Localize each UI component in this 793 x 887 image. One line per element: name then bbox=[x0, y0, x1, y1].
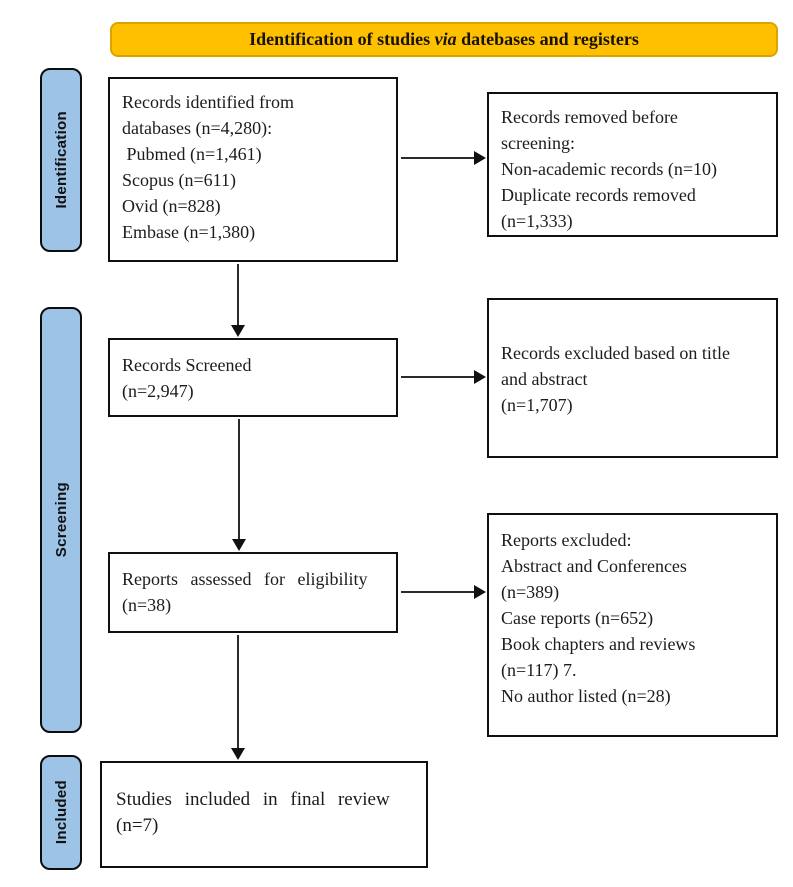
box-line: (n=1,707) bbox=[501, 395, 573, 415]
box-records-removed: Records removed before screening: Non-ac… bbox=[487, 92, 778, 237]
arrow-identified-to-screened bbox=[231, 264, 245, 337]
box-line: (n=38) bbox=[122, 595, 172, 615]
title-text-via: via bbox=[434, 29, 457, 49]
box-studies-included: Studies included in final review (n=7) bbox=[100, 761, 428, 868]
box-line: Abstract and Conferences bbox=[501, 556, 687, 576]
box-reports-assessed: Reports assessed for eligibility (n=38) bbox=[108, 552, 398, 633]
arrow-screened-to-assessed bbox=[232, 419, 246, 551]
arrow-assessed-to-reports-excluded bbox=[401, 585, 486, 599]
arrow-identified-to-removed bbox=[401, 151, 486, 165]
stage-bar-screening: Screening bbox=[40, 307, 82, 733]
stage-bar-identification: Identification bbox=[40, 68, 82, 252]
box-line: Case reports (n=652) bbox=[501, 608, 654, 628]
box-line: Records Screened bbox=[122, 355, 252, 375]
box-line: screening: bbox=[501, 133, 575, 153]
box-line: Reports assessed for eligibility bbox=[122, 569, 368, 589]
arrow-assessed-to-included bbox=[231, 635, 245, 760]
box-line: Scopus (n=611) bbox=[122, 170, 236, 190]
arrowhead-down-icon bbox=[231, 325, 245, 337]
box-line: (n=389) bbox=[501, 582, 560, 602]
arrow-screened-to-excluded bbox=[401, 370, 486, 384]
arrow-shaft bbox=[237, 635, 239, 749]
arrowhead-right-icon bbox=[474, 370, 486, 384]
box-line: Pubmed (n=1,461) bbox=[122, 144, 262, 164]
box-line: (n=1,333) bbox=[501, 211, 573, 231]
arrowhead-down-icon bbox=[231, 748, 245, 760]
box-line: Non-academic records (n=10) bbox=[501, 159, 718, 179]
arrowhead-right-icon bbox=[474, 151, 486, 165]
box-reports-excluded: Reports excluded: Abstract and Conferenc… bbox=[487, 513, 778, 737]
box-line: (n=2,947) bbox=[122, 381, 194, 401]
box-records-excluded-title-abstract: Records excluded based on title and abst… bbox=[487, 298, 778, 458]
title-text-suffix: datebases and registers bbox=[456, 29, 639, 49]
box-line: Book chapters and reviews bbox=[501, 634, 696, 654]
box-line: Duplicate records removed bbox=[501, 185, 696, 205]
box-line: (n=7) bbox=[116, 815, 159, 836]
box-line: (n=117) 7. bbox=[501, 660, 577, 680]
stage-bar-included: Included bbox=[40, 755, 82, 870]
arrow-shaft bbox=[401, 157, 475, 159]
title-text-prefix: Identification of studies bbox=[249, 29, 435, 49]
stage-label-identification: Identification bbox=[52, 111, 70, 209]
box-line: Reports excluded: bbox=[501, 530, 632, 550]
stage-label-screening: Screening bbox=[52, 482, 70, 558]
box-line: Records identified from bbox=[122, 92, 294, 112]
box-line: Records removed before bbox=[501, 107, 678, 127]
box-line: Studies included in final review bbox=[116, 789, 390, 810]
arrowhead-right-icon bbox=[474, 585, 486, 599]
box-line: Ovid (n=828) bbox=[122, 196, 221, 216]
arrow-shaft bbox=[401, 591, 475, 593]
box-line: Embase (n=1,380) bbox=[122, 222, 256, 242]
box-line: and abstract bbox=[501, 369, 588, 389]
box-line: No author listed (n=28) bbox=[501, 686, 671, 706]
title-banner: Identification of studies via datebases … bbox=[110, 22, 778, 57]
arrowhead-down-icon bbox=[232, 539, 246, 551]
box-line: Records excluded based on title bbox=[501, 343, 730, 363]
box-line: databases (n=4,280): bbox=[122, 118, 273, 138]
arrow-shaft bbox=[237, 264, 239, 326]
box-records-screened: Records Screened (n=2,947) bbox=[108, 338, 398, 417]
arrow-shaft bbox=[401, 376, 475, 378]
box-records-identified: Records identified from databases (n=4,2… bbox=[108, 77, 398, 262]
stage-label-included: Included bbox=[52, 780, 70, 845]
arrow-shaft bbox=[238, 419, 240, 540]
